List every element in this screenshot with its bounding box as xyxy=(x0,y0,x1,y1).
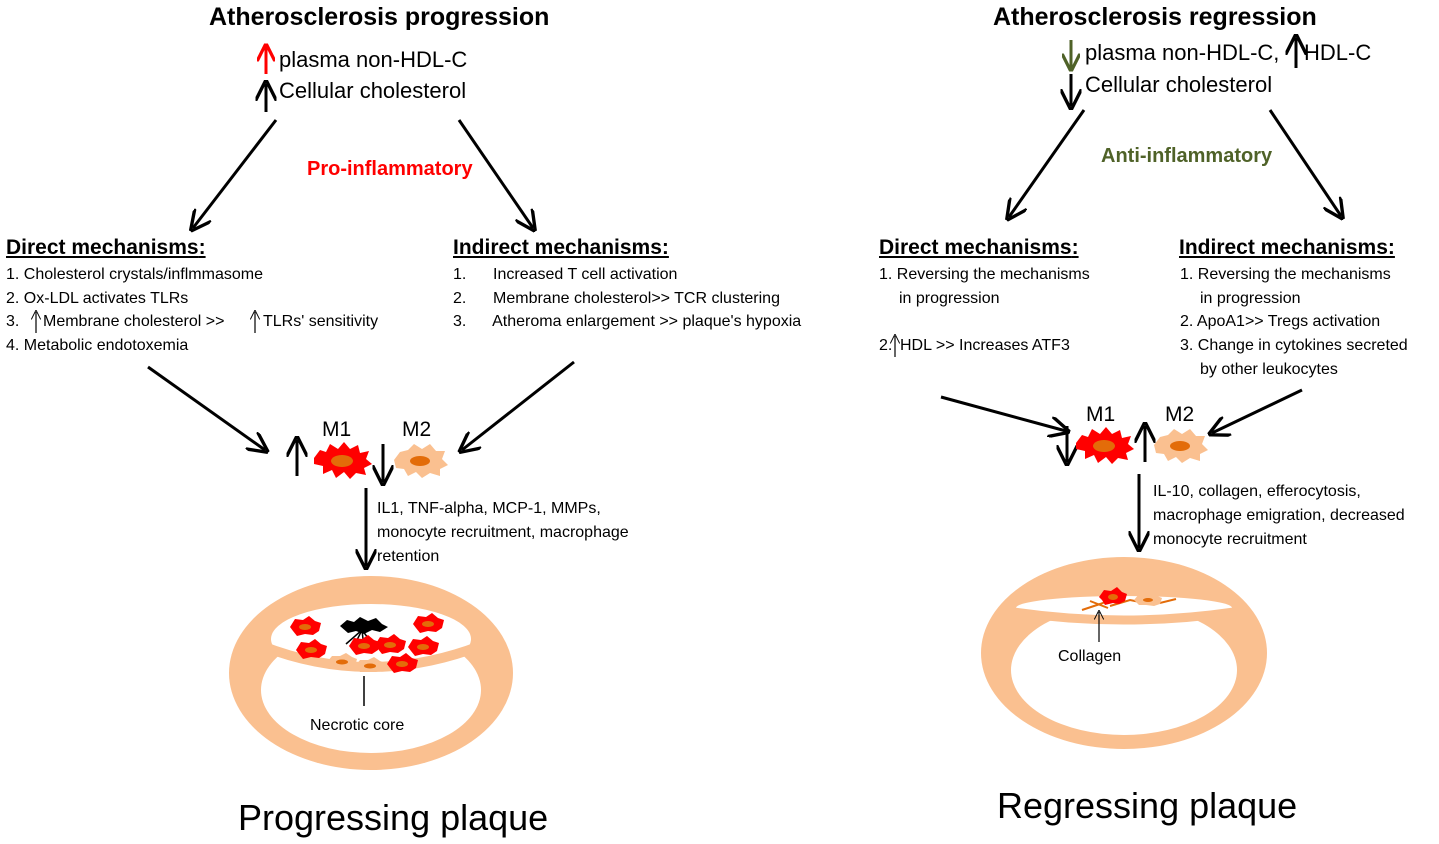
arrow-to-indirect-right xyxy=(1268,109,1341,216)
progressing-plaque-vessel xyxy=(229,576,513,770)
effects-line-2-left: monocyte recruitment, macrophage xyxy=(377,524,629,541)
effects-line-2-right: macrophage emigration, decreased xyxy=(1153,507,1405,524)
direct-item-1b-right: in progression xyxy=(899,290,1000,307)
direct-item-2-right: HDL >> Increases ATF3 xyxy=(900,337,1070,354)
regression-line-non-hdl: plasma non-HDL-C, xyxy=(1085,40,1280,65)
direct-item-3-prefix-left: 3. xyxy=(6,313,20,330)
indirect-item-2-left: 2. Membrane cholesterol>> TCR clustering xyxy=(453,290,780,307)
pro-inflammatory-label: Pro-inflammatory xyxy=(307,158,473,180)
collagen-label: Collagen xyxy=(1058,648,1122,665)
progression-title: Atherosclerosis progression xyxy=(209,3,550,31)
progression-line-cellular: Cellular cholesterol xyxy=(279,78,467,103)
direct-mechanisms-heading-right: Direct mechanisms: xyxy=(879,236,1079,259)
regression-line-hdl: HDL-C xyxy=(1304,40,1372,65)
effects-line-1-right: IL-10, collagen, efferocytosis, xyxy=(1153,483,1361,500)
indirect-item-2-right: 2. ApoA1>> Tregs activation xyxy=(1180,313,1381,330)
direct-item-1-left: 1. Cholesterol crystals/inflmmasome xyxy=(6,266,263,283)
direct-item-1-right: 1. Reversing the mechanisms xyxy=(879,266,1090,283)
effects-line-3-left: retention xyxy=(377,548,440,565)
arrow-to-direct-right xyxy=(1009,109,1086,217)
indirect-item-1-right: 1. Reversing the mechanisms xyxy=(1180,266,1391,283)
arrow-indirect-to-macrophages-right xyxy=(1212,388,1303,433)
indirect-item-3-right: 3. Change in cytokines secreted xyxy=(1180,337,1408,354)
arrow-indirect-to-macrophages-left xyxy=(462,360,575,450)
plaque-m1-cells xyxy=(290,613,444,673)
direct-item-3-membrane-left: Membrane cholesterol >> xyxy=(43,313,225,330)
m2-label-left: M2 xyxy=(402,418,432,441)
plaque-m2-cells xyxy=(327,653,385,672)
m1-macrophage-icon-right xyxy=(1076,427,1134,464)
arrow-direct-to-macrophages-left xyxy=(147,365,265,450)
regressing-plaque-vessel xyxy=(981,557,1267,749)
m1-label-left: M1 xyxy=(322,418,352,441)
direct-item-2-left: 2. Ox-LDL activates TLRs xyxy=(6,290,189,307)
direct-item-2-prefix-right: 2. xyxy=(879,337,893,354)
regressing-plaque-cells xyxy=(1099,587,1162,606)
indirect-item-3b-right: by other leukocytes xyxy=(1200,361,1338,378)
progressing-plaque-label: Progressing plaque xyxy=(238,797,549,838)
m1-macrophage-icon xyxy=(314,442,372,479)
direct-item-4-left: 4. Metabolic endotoxemia xyxy=(6,337,189,354)
indirect-item-1-left: 1. Increased T cell activation xyxy=(453,266,678,283)
indirect-mechanisms-heading-left: Indirect mechanisms: xyxy=(453,236,669,259)
m2-macrophage-icon-right xyxy=(1154,429,1208,463)
regression-line-cellular: Cellular cholesterol xyxy=(1085,72,1273,97)
m2-macrophage-icon xyxy=(394,444,448,478)
indirect-mechanisms-heading-right: Indirect mechanisms: xyxy=(1179,236,1395,259)
regression-title: Atherosclerosis regression xyxy=(993,3,1317,31)
direct-mechanisms-heading-left: Direct mechanisms: xyxy=(6,236,206,259)
necrotic-core-label: Necrotic core xyxy=(310,717,405,734)
direct-item-3-tlr-left: TLRs' sensitivity xyxy=(263,313,379,330)
arrow-to-direct-left xyxy=(193,119,278,228)
m1-label-right: M1 xyxy=(1086,403,1116,426)
progression-line-non-hdl: plasma non-HDL-C xyxy=(279,47,468,72)
arrow-direct-to-macrophages-right xyxy=(940,395,1066,431)
arrow-to-indirect-left xyxy=(457,119,533,228)
m2-label-right: M2 xyxy=(1165,403,1195,426)
effects-line-1-left: IL1, TNF-alpha, MCP-1, MMPs, xyxy=(377,500,601,517)
indirect-item-3-left: 3. Atheroma enlargement >> plaque's hypo… xyxy=(453,313,802,330)
regressing-plaque-label: Regressing plaque xyxy=(997,785,1298,826)
indirect-item-1b-right: in progression xyxy=(1200,290,1301,307)
anti-inflammatory-label: Anti-inflammatory xyxy=(1101,145,1273,167)
effects-line-3-right: monocyte recruitment xyxy=(1153,531,1307,548)
